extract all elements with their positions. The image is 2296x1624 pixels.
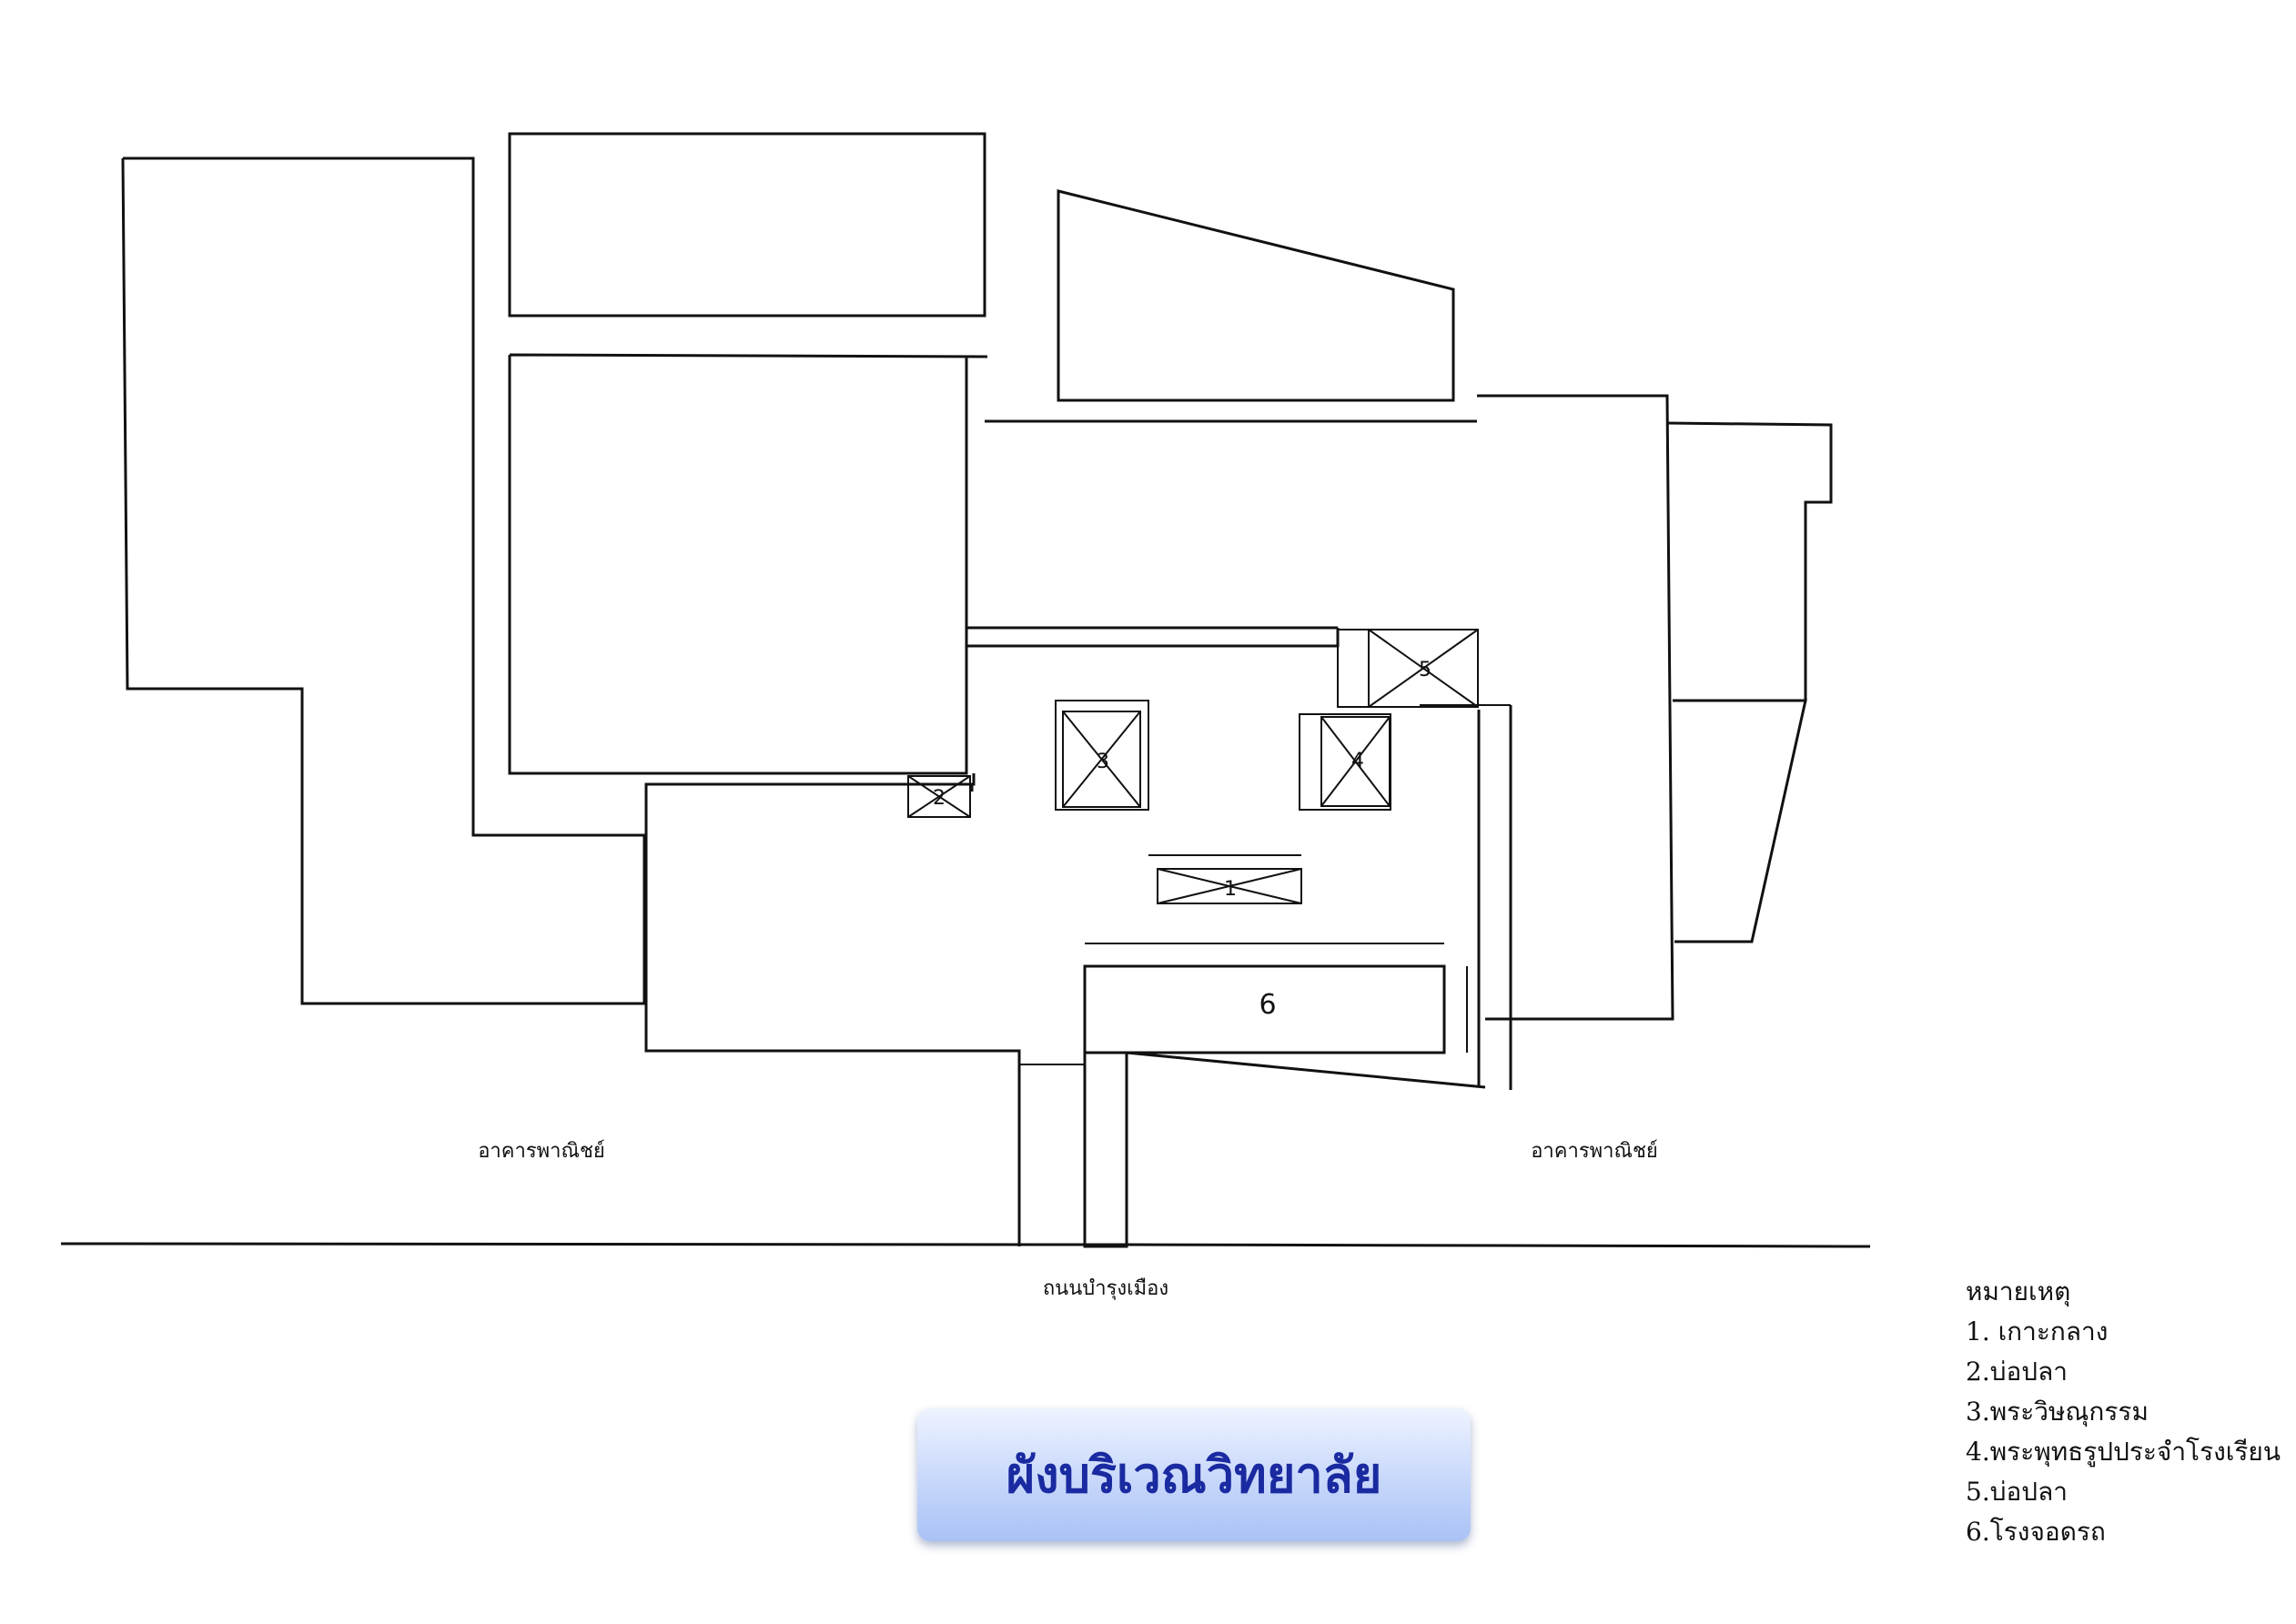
building-right-annex bbox=[1666, 421, 1833, 702]
building-lower-outline bbox=[644, 773, 1021, 1246]
marker-label-5: 5 bbox=[1419, 659, 1431, 681]
legend-heading: หมายเหตุ bbox=[1966, 1276, 2071, 1306]
building-right-lower bbox=[1673, 699, 1807, 943]
marker-box-2 bbox=[907, 775, 971, 818]
label-road-name: ถนนบำรุงเมือง bbox=[1043, 1277, 1168, 1300]
building-left-outline bbox=[121, 156, 646, 1005]
label-commercial-building-right: อาคารพาณิชย์ bbox=[1531, 1140, 1658, 1163]
building-right-tall bbox=[1477, 394, 1674, 1021]
building-top-rect bbox=[508, 132, 986, 318]
legend-item-1: 1. เกาะกลาง bbox=[1966, 1316, 2109, 1347]
marker-label-2: 2 bbox=[933, 787, 946, 810]
marker-box-5 bbox=[1337, 629, 1479, 708]
legend-panel: หมายเหตุ 1. เกาะกลาง 2.บ่อปลา 3.พระวิษณุ… bbox=[1966, 1272, 2281, 1552]
marker-box-4 bbox=[1299, 713, 1391, 811]
legend-item-5: 5.บ่อปลา bbox=[1966, 1477, 2068, 1507]
label-commercial-building-left: อาคารพาณิชย์ bbox=[478, 1140, 605, 1163]
corridor-mid-line bbox=[965, 628, 1340, 648]
page-title: ผังบริเวณวิทยาลัย bbox=[1006, 1447, 1382, 1504]
building-center-outline bbox=[508, 353, 988, 775]
building-trapezoid bbox=[1057, 189, 1455, 402]
parking-structure-6 bbox=[1083, 964, 1446, 1054]
title-banner: ผังบริเวณวิทยาลัย bbox=[917, 1408, 1471, 1541]
marker-box-1 bbox=[1148, 854, 1302, 904]
marker-label-3: 3 bbox=[1097, 751, 1109, 773]
marker-label-6: 6 bbox=[1259, 989, 1276, 1021]
legend-item-4: 4.พระพุทธรูปประจำโรงเรียน bbox=[1966, 1437, 2281, 1467]
marker-label-4: 4 bbox=[1351, 750, 1364, 772]
marker-label-1: 1 bbox=[1224, 878, 1237, 901]
legend-item-3: 3.พระวิษณุกรรม bbox=[1966, 1397, 2149, 1427]
road-edge-line bbox=[60, 1242, 1871, 1248]
driveway-outline bbox=[1083, 1051, 1486, 1248]
legend-item-6: 6.โรงจอดรถ bbox=[1966, 1517, 2106, 1547]
marker-box-3 bbox=[1055, 700, 1149, 811]
legend-item-2: 2.บ่อปลา bbox=[1966, 1357, 2068, 1387]
